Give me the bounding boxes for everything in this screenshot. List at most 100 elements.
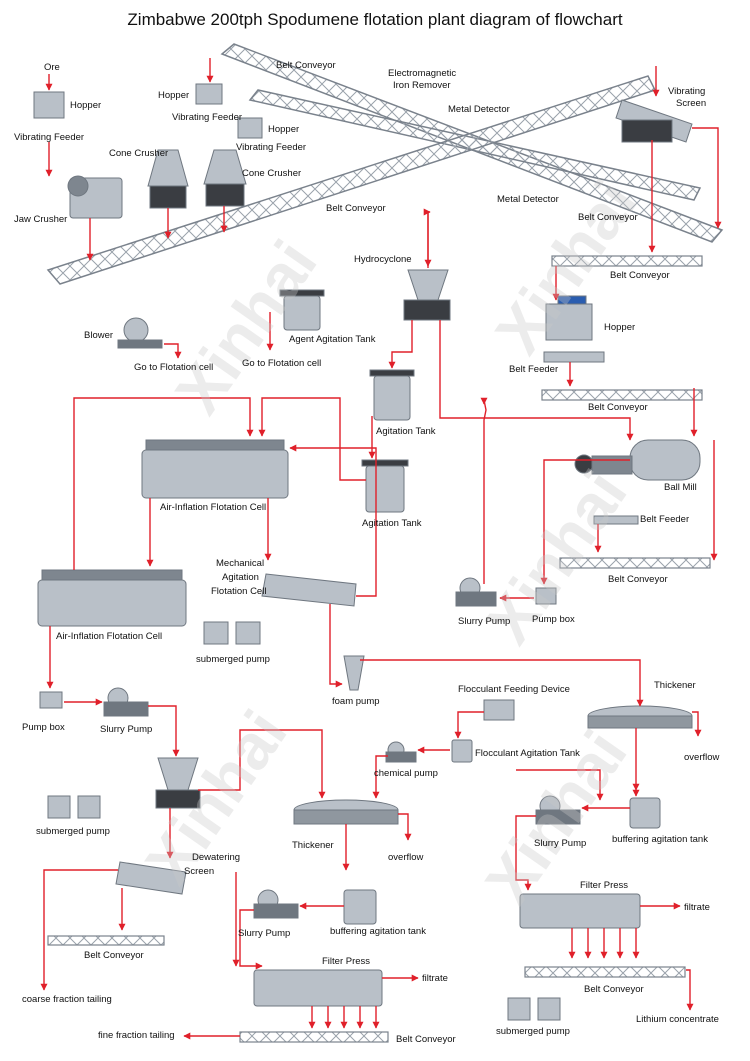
flow-pump3-filter1 [515, 815, 536, 891]
filter-press-2 [253, 969, 383, 1007]
blower [117, 317, 163, 349]
label-belt-feeder-2: Belt Feeder [640, 514, 690, 525]
flow-slurry-hydro [480, 397, 488, 584]
hydrocyclone-2 [155, 757, 201, 809]
label-filtrate-1: filtrate [684, 902, 710, 913]
label-electromagnetic-1: Electromagnetic [388, 68, 457, 79]
label-foam-pump: foam pump [332, 696, 380, 707]
flow-foam-thickener [360, 659, 644, 707]
label-belt-feeder-1: Belt Feeder [509, 364, 559, 375]
belt-conveyor-feeder [541, 389, 703, 401]
label-hopper-2: Hopper [158, 90, 190, 101]
label-vibrating-feeder-3: Vibrating Feeder [236, 142, 307, 153]
label-submerged-pump-2: submerged pump [36, 826, 110, 837]
label-jaw-crusher: Jaw Crusher [14, 214, 68, 225]
slurry-pump-1 [455, 577, 497, 607]
label-lithium: Lithium concentrate [636, 1014, 719, 1025]
buffering-tank-2 [343, 889, 377, 925]
label-mech-1: Mechanical [216, 558, 265, 569]
label-hopper-3: Hopper [268, 124, 300, 135]
hopper-2 [195, 83, 223, 105]
label-buffering-tank-2: buffering agitation tank [330, 926, 426, 937]
submerged-pump-2 [47, 795, 101, 819]
label-vibrating-screen-1: Vibrating [668, 86, 706, 97]
hydrocyclone [403, 269, 451, 321]
flow-hydro-agitation [388, 320, 413, 369]
label-belt-conveyor-mill: Belt Conveyor [608, 574, 668, 585]
flow-conv-lithium [686, 969, 694, 1011]
air-flotation-cell-1 [141, 439, 289, 499]
label-buffering-tank-1: buffering agitation tank [612, 834, 708, 845]
pump-box-2 [39, 691, 63, 709]
flow-thick1-overflow [692, 711, 702, 737]
label-submerged-pump-1: submerged pump [196, 654, 270, 665]
label-hopper-4: Hopper [604, 322, 636, 333]
cone-crusher-1 [147, 149, 189, 209]
label-ore: Ore [44, 62, 60, 73]
slurry-pump-3 [535, 795, 581, 825]
label-hydrocyclone: Hydrocyclone [354, 254, 412, 265]
jaw-crusher [67, 175, 123, 219]
label-slurry-pump-1: Slurry Pump [458, 616, 511, 627]
label-mech-3: Flotation Cell [211, 586, 267, 597]
belt-conveyor-fp1 [524, 966, 686, 978]
label-dewatering-1: Dewatering [192, 852, 241, 863]
flow-dewater-left [40, 869, 118, 991]
flow-chem-thick2 [372, 755, 388, 799]
label-filter-press-2: Filter Press [322, 956, 371, 967]
dewatering-screen [115, 861, 187, 895]
label-filtrate-2: filtrate [422, 973, 448, 984]
label-go-flotation-1: Go to Flotation cell [134, 362, 214, 373]
flow-screen-right [692, 127, 722, 229]
chemical-pump [385, 741, 417, 763]
agitation-tank-1 [369, 369, 415, 421]
cone-crusher-2 [203, 149, 247, 207]
label-blower: Blower [84, 330, 114, 341]
label-thickener-2: Thickener [292, 840, 334, 851]
label-chemical-pump: chemical pump [374, 768, 438, 779]
flow-hydro2-thick2 [198, 729, 326, 799]
label-overflow-1: overflow [684, 752, 720, 763]
flow-thick2-overflow [398, 813, 412, 841]
hopper-1 [33, 91, 65, 119]
submerged-pump-1 [203, 621, 261, 645]
label-agitation-tank-1: Agitation Tank [376, 426, 436, 437]
flow-slurry2-hydro2 [148, 705, 180, 757]
hopper-4 [545, 295, 593, 341]
flow-slurry3-box [516, 769, 604, 801]
belt-conveyor-mill [559, 557, 711, 569]
flow-mill-pumpbox [540, 459, 630, 585]
page-title: Zimbabwe 200tph Spodumene flotation plan… [127, 10, 623, 29]
agent-agitation-tank [279, 289, 325, 331]
label-go-flotation-2: Go to Flotation cell [242, 358, 322, 369]
buffering-tank-1 [629, 797, 661, 829]
label-slurry-pump-3: Slurry Pump [534, 838, 587, 849]
label-belt-conveyor-mid: Belt Conveyor [326, 203, 386, 214]
agitation-tank-2 [361, 459, 409, 513]
label-flocculant-tank: Flocculant Agitation Tank [475, 748, 580, 759]
air-flotation-cell-2 [37, 569, 187, 627]
foam-pump [343, 655, 365, 691]
vibrating-screen [615, 99, 693, 143]
flocculant-agitation-tank [451, 739, 473, 763]
label-slurry-pump-2: Slurry Pump [100, 724, 153, 735]
flow-flocdev-down [454, 711, 484, 739]
label-overflow-2: overflow [388, 852, 424, 863]
label-belt-conveyor-right: Belt Conveyor [610, 270, 670, 281]
label-belt-conveyor-bottom: Belt Conveyor [396, 1034, 456, 1045]
label-pump-box-1: Pump box [532, 614, 575, 625]
mechanical-flotation-cell [261, 573, 357, 607]
belt-conveyor-bottom [239, 1031, 389, 1043]
flow-mech-foam [329, 604, 343, 688]
label-belt-conveyor-feeder: Belt Conveyor [588, 402, 648, 413]
label-metal-detector-2: Metal Detector [497, 194, 559, 205]
label-vibrating-screen-2: Screen [676, 98, 707, 109]
slurry-pump-4 [253, 889, 299, 919]
thickener-1 [587, 705, 693, 729]
thickener-2 [293, 799, 399, 825]
label-air-flotation-2: Air-Inflation Flotation Cell [56, 631, 163, 642]
flow-hydro-loop [439, 320, 634, 441]
label-flocculant-device: Flocculant Feeding Device [458, 684, 570, 695]
hopper-3 [237, 117, 263, 139]
label-belt-conveyor-dw: Belt Conveyor [84, 950, 144, 961]
